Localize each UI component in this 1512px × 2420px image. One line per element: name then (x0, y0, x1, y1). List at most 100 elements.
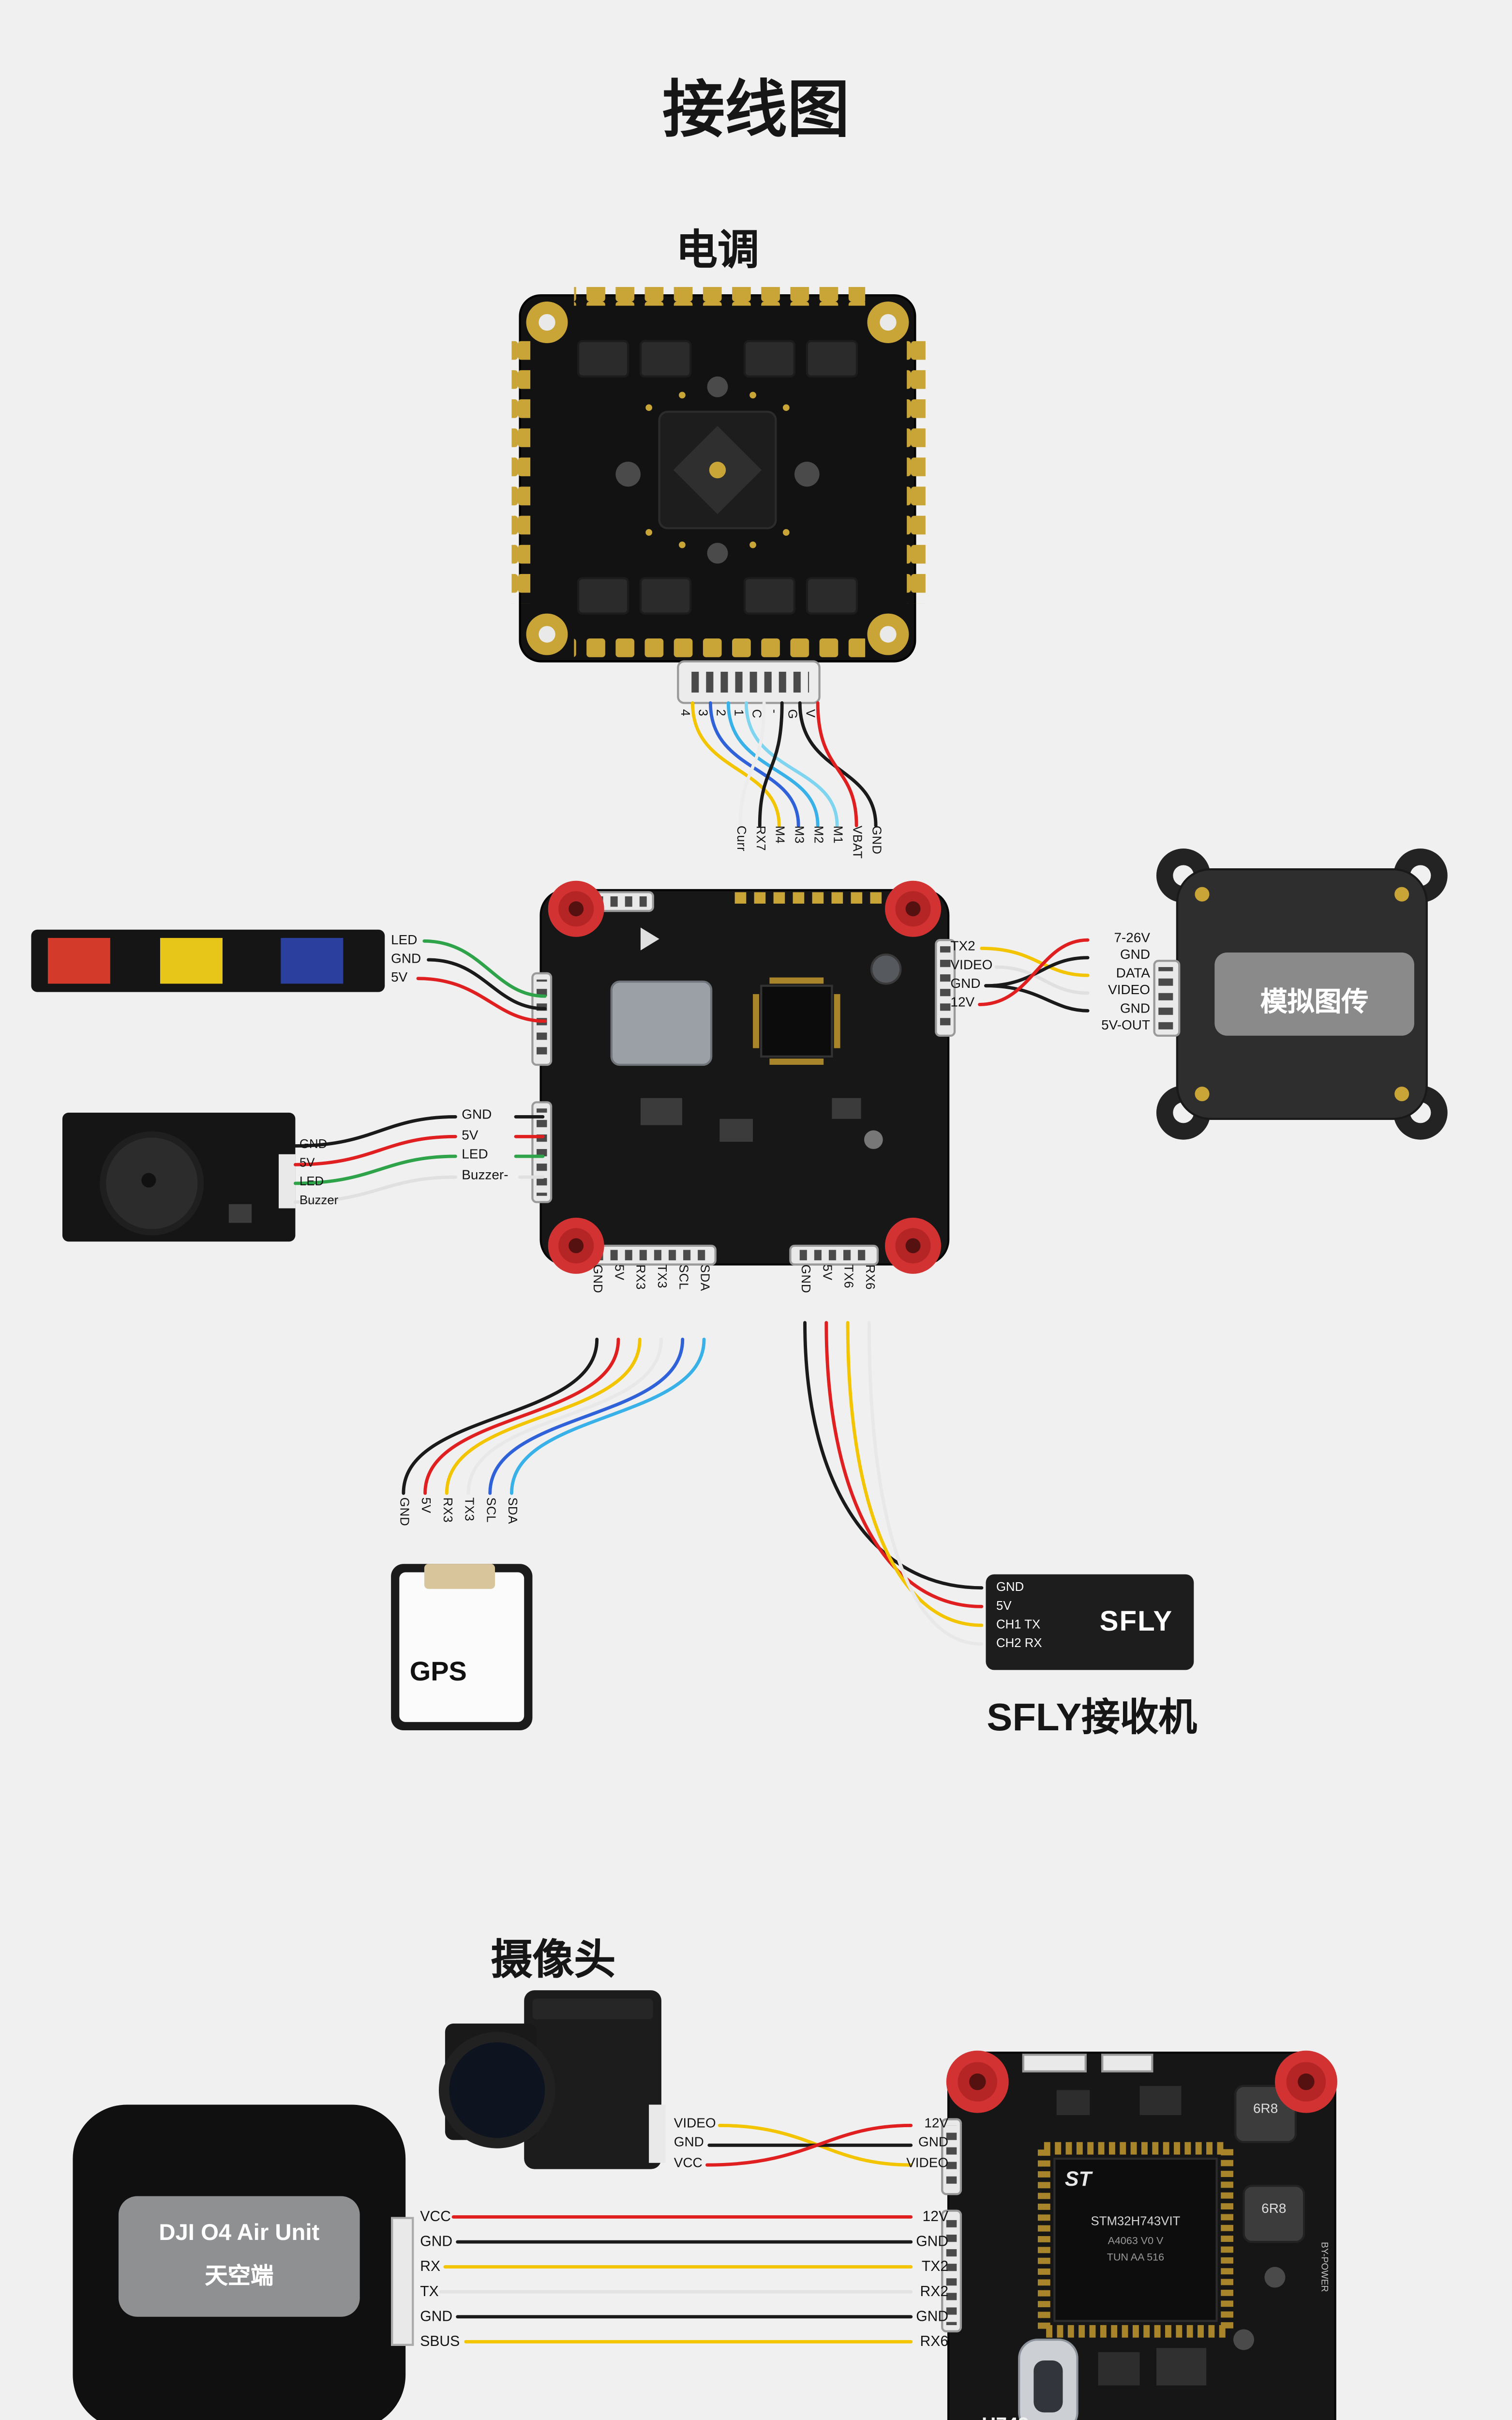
esc-pin-label: 4 (677, 709, 689, 717)
dji-air-unit: DJI O4 Air Unit 天空端 (73, 2104, 406, 2420)
gps-ceramic (399, 1572, 524, 1722)
sfly-pin-label: GND (996, 1581, 1024, 1594)
fc-board-front (531, 880, 956, 1274)
vtx-pin-label: GND (1120, 1002, 1151, 1017)
mcu-marking-line3: TUN AA 516 (1107, 2252, 1165, 2265)
vtx-module (1153, 848, 1448, 1140)
fc-top-pin-label: M1 (830, 825, 842, 844)
fc-back-pin-label: 12V (922, 2209, 949, 2224)
esc-to-fc-wires (690, 701, 878, 828)
fc-top-pin-label: M4 (772, 825, 784, 844)
fc-bottom-pin-label: GND (589, 1264, 602, 1294)
vtx-pin-label: VIDEO (1108, 984, 1151, 999)
esc-pin-label: 3 (695, 709, 707, 717)
fc-grommet (946, 2050, 1009, 2113)
dji-name-line1: DJI O4 Air Unit (159, 2221, 320, 2246)
led-wire-label: GND (391, 951, 421, 966)
fc-grommet (548, 1217, 604, 1274)
gps-antenna-chip (424, 1564, 495, 1589)
dji-pin-label: GND (420, 2309, 453, 2324)
st-logo: ST (1064, 2169, 1092, 2192)
inductor-2 (1243, 2184, 1305, 2243)
vtx-wires (978, 938, 1090, 1013)
dji-connector (391, 2217, 414, 2346)
led-wire-label: LED (391, 933, 418, 948)
fc-back-pin-label: GND (918, 2136, 949, 2151)
dji-wires (439, 2215, 913, 2344)
gps-name: GPS (409, 1655, 467, 1687)
sfly-pin-label: 5V (996, 1600, 1012, 1613)
fc-grommet (885, 880, 942, 937)
led-strip (31, 929, 385, 992)
gps-pin-label: 5V (418, 1497, 431, 1514)
esc-pin-label: G (784, 709, 797, 720)
esc-pin-label: 2 (713, 709, 725, 717)
sfly-caption: SFLY接收机 (987, 1694, 1197, 1739)
gps-pin-label: RX3 (439, 1497, 452, 1523)
fc-right-pin-label: TX2 (950, 939, 975, 954)
fc-back-pin-label: 12V (924, 2117, 949, 2132)
vtx-pin-label: 7-26V (1114, 931, 1151, 946)
fc-bottom-pin-label: RX6 (862, 1264, 875, 1290)
fc-back-pin-label: VIDEO (906, 2156, 949, 2171)
dji-pin-label: SBUS (420, 2334, 460, 2349)
led-strip-wires (416, 939, 547, 1023)
gps-module: GPS (391, 1564, 533, 1731)
mcu-chip (1053, 2158, 1218, 2322)
vtx-pin-label: DATA (1116, 967, 1151, 982)
fc-back-pin-label: RX6 (920, 2334, 949, 2349)
inductor-label: 6R8 (1253, 2102, 1278, 2118)
camera-pin-label: VIDEO (674, 2117, 716, 2132)
fc-right-pin-label: GND (950, 977, 981, 992)
dji-pin-label: VCC (420, 2209, 451, 2224)
gps-pin-label: SCL (482, 1497, 495, 1523)
mcu-pins (1037, 2142, 1234, 2338)
vtx-pin-label: GND (1120, 949, 1151, 964)
gps-pin-label: TX3 (461, 1497, 474, 1522)
camera-pin-label: GND (674, 2136, 704, 2151)
fc-left-pin-label: Buzzer- (462, 1168, 509, 1183)
sfly-name: SFLY (1099, 1605, 1173, 1637)
fc-mcu (760, 984, 833, 1058)
camera-wires (705, 2123, 913, 2167)
esc-mosfets (577, 340, 858, 615)
dji-pin-label: TX (420, 2284, 439, 2299)
fc-grommet (885, 1217, 942, 1274)
vtx-name: 模拟图传 (1260, 985, 1369, 1017)
gps-pin-label: SDA (504, 1497, 517, 1525)
led-red (47, 938, 110, 984)
fc-right-pin-label: VIDEO (950, 958, 993, 973)
sfly-pin-label: CH1 TX (996, 1619, 1041, 1632)
esc-board (511, 287, 926, 704)
fc-left-pin-label: 5V (462, 1128, 479, 1143)
fc-bottom-pin-label: 5V (819, 1264, 832, 1281)
fc-back-pin-label: RX2 (920, 2284, 949, 2299)
buzzer-chip (228, 1204, 252, 1223)
fc-top-pin-label: GND (868, 825, 881, 855)
fc-bottom-pin-label: SCL (675, 1264, 688, 1290)
gps-pin-label: GND (396, 1497, 409, 1527)
page-title: 接线图 (662, 76, 850, 146)
mcu-marking-line2: A4063 V0 V (1108, 2236, 1164, 2248)
sfly-wires (803, 1321, 984, 1646)
sfly-receiver: SFLY (986, 1574, 1194, 1670)
vtx-pin-label: 5V-OUT (1101, 1019, 1151, 1034)
led-yellow (160, 938, 223, 984)
fc-bottom-pin-label: RX3 (632, 1264, 645, 1290)
led-blue (281, 938, 344, 984)
fc-bottom-pin-label: GND (797, 1264, 810, 1294)
buzzer-connector (278, 1154, 296, 1209)
fc-model-silkscreen: H743 (982, 2417, 1029, 2420)
fc-grommet (1274, 2050, 1337, 2113)
fc-bottom-pin-label: SDA (696, 1264, 709, 1292)
fc-top-pin-label: RX7 (752, 825, 765, 851)
buzzer-pin-label: Buzzer (299, 1195, 339, 1209)
fc-top-pin-label: Curr (733, 825, 746, 852)
buzzer-pin-label: LED (299, 1177, 324, 1190)
fc-left-pin-label: LED (462, 1148, 488, 1163)
fc-bottom-pin-label: TX3 (654, 1264, 667, 1289)
esc-pin-label: V (802, 709, 815, 718)
esc-pin-label: 1 (731, 709, 743, 717)
